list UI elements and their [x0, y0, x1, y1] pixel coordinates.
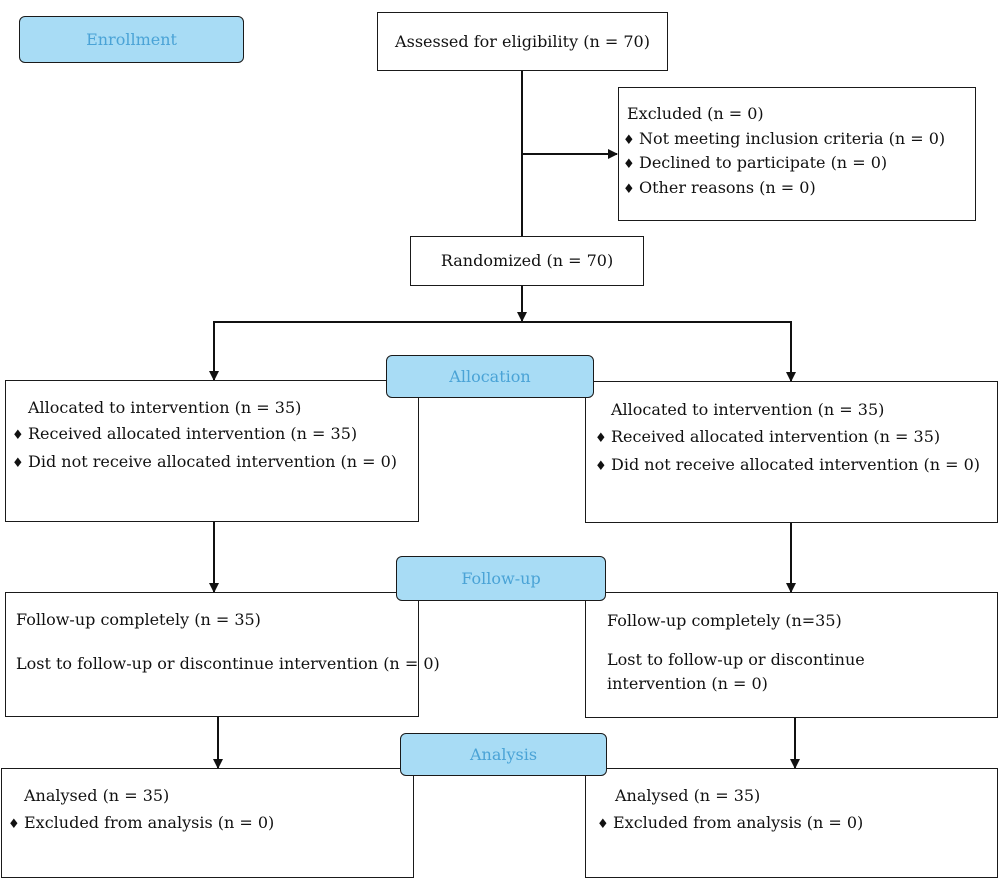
randomized-label: Randomized (n = 70) [440, 251, 614, 270]
followup-right-completed: Follow-up completely (n=35) [607, 611, 842, 630]
analysis-right-item: ♦Excluded from analysis (n = 0) [597, 811, 863, 835]
allocation-right-item: ♦Did not receive allocated intervention … [595, 453, 980, 477]
excluded-title: Excluded (n = 0) [627, 104, 764, 123]
bullet-icon: ♦ [8, 817, 20, 832]
allocation-right-box: Allocated to intervention (n = 35) ♦Rece… [585, 381, 998, 523]
allocation-right-title: Allocated to intervention (n = 35) [611, 400, 885, 419]
bullet-icon: ♦ [597, 817, 609, 832]
bullet-icon: ♦ [595, 459, 607, 474]
followup-right-lost: Lost to follow-up or discontinue interve… [607, 650, 865, 693]
line-split-bar [213, 321, 792, 380]
bullet-icon: ♦ [12, 456, 24, 471]
assessed-box: Assessed for eligibility (n = 70) [377, 12, 668, 71]
allocation-left-title: Allocated to intervention (n = 35) [28, 398, 302, 417]
excluded-item: ♦Other reasons (n = 0) [623, 176, 816, 200]
followup-left-box: Follow-up completely (n = 35) Lost to fo… [5, 592, 440, 717]
analysis-right-box: Analysed (n = 35) ♦Excluded from analysi… [585, 768, 998, 878]
bullet-icon: ♦ [623, 133, 635, 148]
followup-left-completed: Follow-up completely (n = 35) [16, 610, 261, 629]
excluded-item: ♦Not meeting inclusion criteria (n = 0) [623, 127, 945, 151]
followup-right-box: Follow-up completely (n=35) Lost to foll… [585, 592, 998, 718]
randomized-box: Randomized (n = 70) [410, 236, 644, 286]
bullet-icon: ♦ [595, 431, 607, 446]
stage-allocation: Allocation [386, 355, 594, 398]
assessed-label: Assessed for eligibility (n = 70) [395, 31, 650, 51]
analysis-right-title: Analysed (n = 35) [615, 786, 761, 805]
analysis-left-box: Analysed (n = 35) ♦Excluded from analysi… [1, 768, 414, 878]
excluded-box: Excluded (n = 0) ♦Not meeting inclusion … [618, 87, 976, 221]
bullet-icon: ♦ [12, 428, 24, 443]
allocation-left-item: ♦Did not receive allocated intervention … [12, 450, 397, 474]
allocation-right-item: ♦Received allocated intervention (n = 35… [595, 425, 940, 449]
stage-enrollment: Enrollment [19, 16, 244, 63]
analysis-left-item: ♦Excluded from analysis (n = 0) [8, 811, 274, 835]
allocation-left-box: Allocated to intervention (n = 35) ♦Rece… [5, 380, 419, 522]
allocation-left-item: ♦Received allocated intervention (n = 35… [12, 422, 357, 446]
excluded-item: ♦Declined to participate (n = 0) [623, 151, 887, 175]
stage-followup: Follow-up [396, 556, 606, 601]
followup-left-lost: Lost to follow-up or discontinue interve… [16, 654, 440, 673]
stage-analysis: Analysis [400, 733, 607, 776]
analysis-left-title: Analysed (n = 35) [24, 786, 170, 805]
bullet-icon: ♦ [623, 157, 635, 172]
bullet-icon: ♦ [623, 182, 635, 197]
